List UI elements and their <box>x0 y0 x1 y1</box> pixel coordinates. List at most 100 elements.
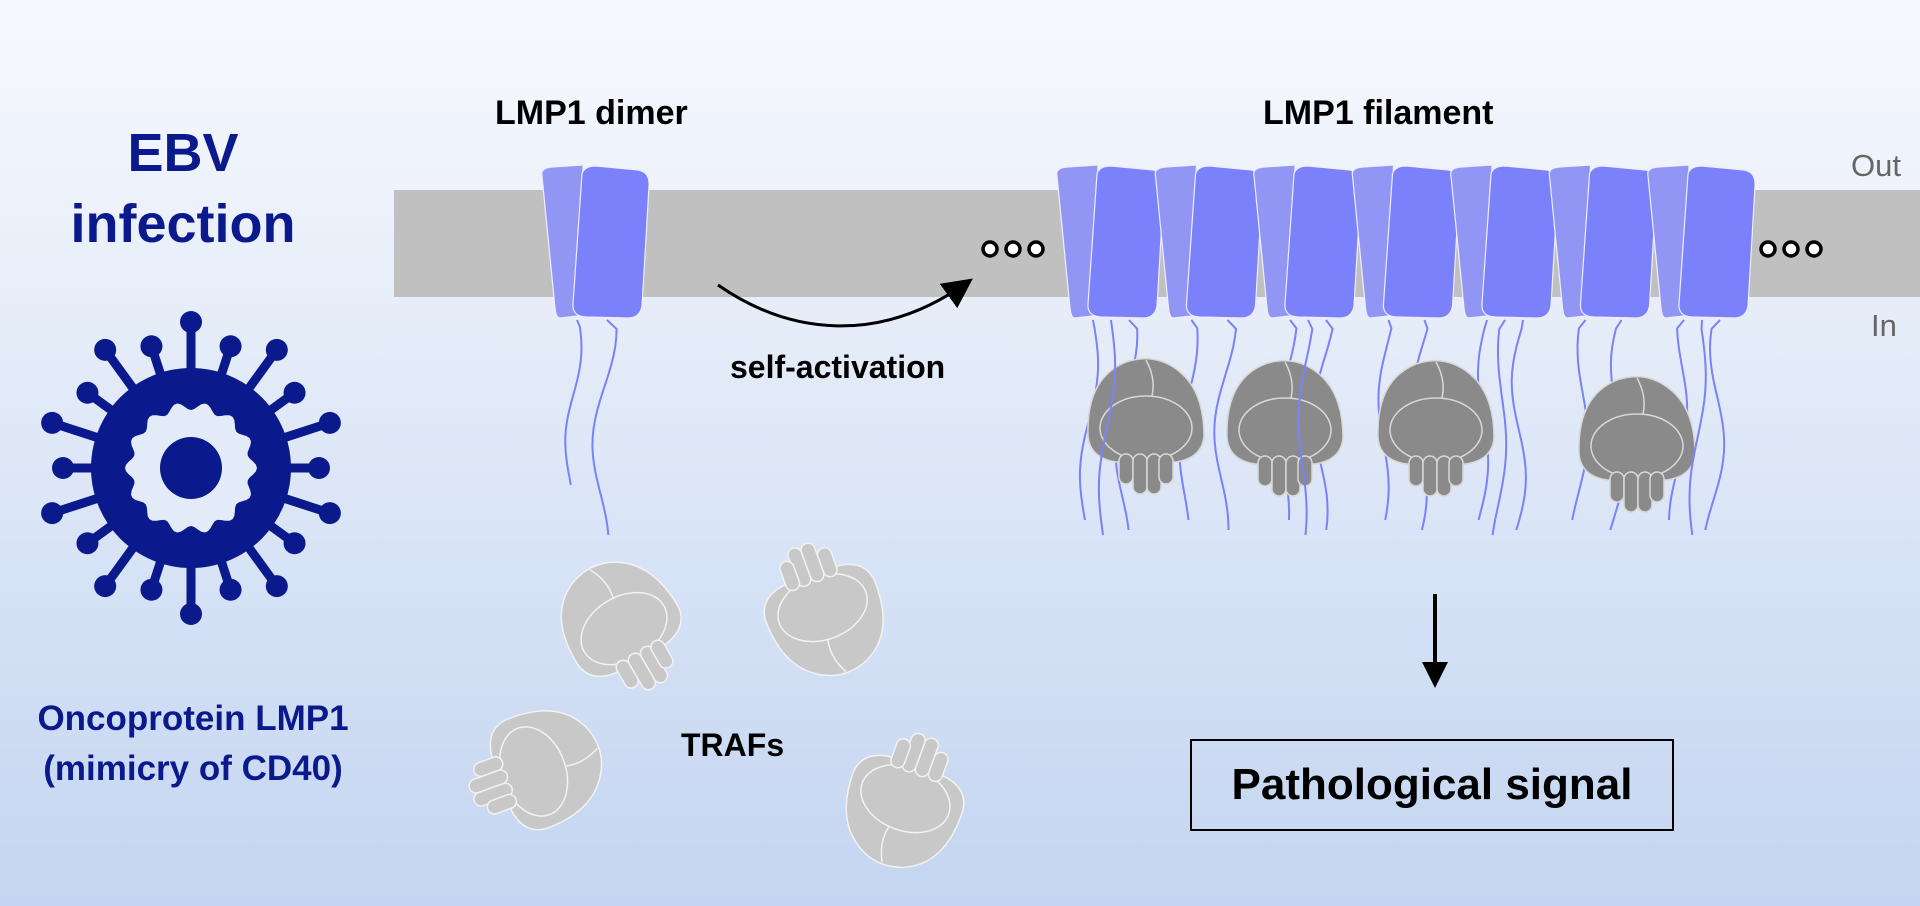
ellipsis-dot <box>981 240 999 258</box>
ellipsis-dot <box>1805 240 1823 258</box>
virus-spike-tip <box>318 411 341 434</box>
virus-core <box>160 437 222 499</box>
free-traf <box>560 561 682 691</box>
lmp1-dimer-shape <box>541 164 650 319</box>
lmp1-cytoplasmic-tail <box>1097 319 1117 536</box>
traf-seam <box>880 826 890 863</box>
lmp1-cytoplasmic-tail <box>1688 319 1707 536</box>
traf-domain <box>1389 397 1483 463</box>
lmp1-dimer <box>541 164 650 536</box>
virus-spike-tip <box>265 338 288 361</box>
lmp1-subunit-front <box>1382 165 1461 319</box>
out-label: Out <box>1851 148 1901 183</box>
lmp1-subunit-front <box>1579 165 1658 319</box>
lmp1-subunit-front <box>1185 165 1264 319</box>
free-traf <box>763 542 884 677</box>
free-traf <box>468 710 603 831</box>
traf-domain <box>1099 395 1193 461</box>
lmp1-subunit-back <box>1253 164 1296 319</box>
traf-finger <box>1158 453 1174 485</box>
bound-traf <box>1578 375 1696 513</box>
trafs-label: TRAFs <box>681 727 785 763</box>
traf-finger <box>890 737 912 769</box>
lmp1-cytoplasmic-tail <box>1213 319 1238 531</box>
traf-finger <box>1422 455 1438 497</box>
filament-dimer <box>1154 164 1264 319</box>
lmp1-filament <box>1056 164 1756 536</box>
virus-spike-tip <box>94 575 117 598</box>
traf-finger <box>1448 455 1464 487</box>
pathological-signal-label: Pathological signal <box>1231 760 1633 809</box>
lmp1-subunit-front <box>572 165 650 319</box>
filament-dimer <box>1647 164 1756 319</box>
lmp1-subunit-front <box>1284 165 1362 319</box>
lmp1-subunit-front <box>1087 165 1165 319</box>
traf-finger <box>1408 455 1424 487</box>
bound-traf <box>1087 357 1205 495</box>
virus-spike-tip <box>76 532 99 555</box>
oncoprotein-caption: Oncoprotein LMP1 (mimicry of CD40) <box>37 694 348 794</box>
virus-spike-tip <box>41 502 64 525</box>
filament-dimer <box>1253 164 1362 319</box>
filament-dimer <box>1056 164 1165 319</box>
traf-domain <box>1590 413 1684 479</box>
lmp1-subunit-back <box>1056 164 1099 319</box>
self-activation-label: self-activation <box>730 349 946 385</box>
down-arrow-head <box>1422 662 1448 688</box>
lmp1-filament-label: LMP1 filament <box>1263 94 1494 132</box>
lmp1-cytoplasmic-tail <box>1297 319 1314 536</box>
traf-seam <box>1636 377 1645 415</box>
lmp1-subunit-back <box>1548 164 1592 319</box>
lmp1-dimer-label: LMP1 dimer <box>495 94 688 132</box>
traf-finger <box>1257 455 1273 487</box>
lmp1-subunit-front <box>1678 165 1756 319</box>
traf-finger <box>1609 471 1625 503</box>
virus-spike-tip <box>318 502 341 525</box>
virus-spike-tip <box>283 381 306 404</box>
traf-seam <box>565 747 599 767</box>
self-activation-arrow <box>717 278 973 328</box>
traf-finger <box>650 639 674 669</box>
title-line-1: EBV <box>127 123 239 183</box>
ebv-infection-title: EBV infection <box>71 118 296 260</box>
lmp1-cytoplasmic-tail <box>591 319 618 536</box>
virus-spike-tip <box>140 578 163 601</box>
lmp1-cytoplasmic-tail <box>1491 319 1508 536</box>
lmp1-subunit-back <box>1351 164 1395 319</box>
free-traf <box>845 732 965 869</box>
ellipsis-dots-right <box>1759 240 1823 258</box>
virus-spike-tip <box>41 411 64 434</box>
virus-spike-tip <box>283 532 306 555</box>
filament-dimer <box>1548 164 1658 319</box>
caption-line-2: (mimicry of CD40) <box>43 749 343 788</box>
filament-dimer <box>1351 164 1461 319</box>
traf-finger <box>486 793 518 815</box>
traf-seam <box>589 569 614 599</box>
ellipsis-dot <box>1782 240 1800 258</box>
virus-spike-tip <box>180 603 202 625</box>
lmp1-subunit-back <box>541 164 584 319</box>
traf-finger <box>1132 453 1148 495</box>
bound-traf <box>1377 359 1495 497</box>
lmp1-cytoplasmic-tail <box>564 319 583 486</box>
lmp1-subunit-back <box>1450 164 1493 319</box>
virus-spike-tip <box>308 457 330 479</box>
virus-spike-tip <box>219 578 242 601</box>
traf-seam <box>1435 361 1444 399</box>
traf-finger <box>1649 471 1665 503</box>
in-label: In <box>1871 308 1897 343</box>
traf-seam <box>1284 361 1293 399</box>
lmp1-subunit-back <box>1154 164 1198 319</box>
traf-seam <box>827 639 847 673</box>
lmp1-subunit-front <box>1481 165 1559 319</box>
traf-domain <box>1238 397 1332 463</box>
filament-dimer <box>1450 164 1559 319</box>
virus-spike-tip <box>94 338 117 361</box>
traf-finger <box>1623 471 1639 513</box>
ellipsis-dot <box>1004 240 1022 258</box>
virus-spike-tip <box>265 575 288 598</box>
lmp1-cytoplasmic-tail <box>1510 319 1527 531</box>
lmp1-cytoplasmic-tail <box>1704 319 1726 531</box>
pathological-signal-box: Pathological signal <box>1190 739 1674 831</box>
traf-finger <box>1271 455 1287 497</box>
